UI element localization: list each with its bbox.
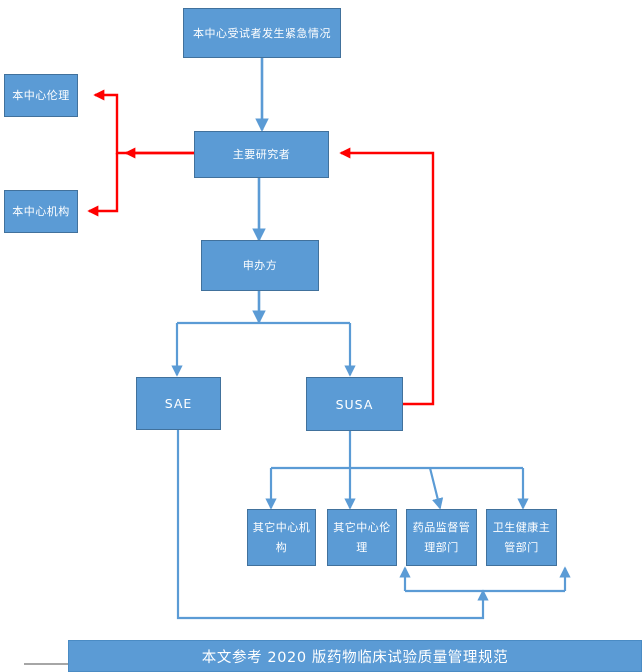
node-susa[interactable]: SUSA: [306, 377, 403, 431]
bottom-left-stub: [24, 663, 69, 665]
reference-banner: 本文参考 2020 版药物临床试验质量管理规范: [68, 640, 642, 672]
node-sae-label: SAE: [164, 396, 193, 411]
edge-susa-to-pi-feedback: [339, 147, 435, 406]
node-health-admin-dept-label: 卫生健康主管部门: [492, 520, 551, 554]
node-emergency-label: 本中心受试者发生紧急情况: [193, 26, 331, 40]
node-other-center-ethics-label: 其它中心伦理: [333, 520, 391, 554]
node-drug-admin-dept-label: 药品监督管理部门: [412, 520, 471, 554]
edge-pi-to-center-institution: [87, 153, 119, 217]
node-other-center-institution[interactable]: 其它中心机构: [247, 509, 316, 566]
node-sponsor-label: 申办方: [242, 259, 278, 272]
node-sponsor[interactable]: 申办方: [201, 240, 319, 291]
node-emergency[interactable]: 本中心受试者发生紧急情况: [183, 8, 341, 58]
node-sae[interactable]: SAE: [136, 377, 221, 430]
node-other-center-ethics[interactable]: 其它中心伦理: [327, 509, 397, 566]
node-health-admin-dept[interactable]: 卫生健康主管部门: [486, 509, 557, 566]
node-center-ethics[interactable]: 本中心伦理: [4, 74, 78, 117]
edge-bus-to-drug-admin: [428, 467, 444, 510]
node-center-ethics-label: 本中心伦理: [12, 89, 70, 102]
node-drug-admin-dept[interactable]: 药品监督管理部门: [406, 509, 477, 566]
node-other-center-institution-label: 其它中心机构: [252, 520, 311, 554]
node-center-institution-label: 本中心机构: [12, 205, 70, 218]
node-principal-investigator[interactable]: 主要研究者: [194, 131, 329, 178]
node-center-institution[interactable]: 本中心机构: [4, 190, 78, 233]
edge-susa-to-dept-bus: [271, 431, 523, 510]
node-principal-investigator-label: 主要研究者: [232, 148, 291, 161]
reference-banner-label: 本文参考 2020 版药物临床试验质量管理规范: [201, 649, 509, 666]
edge-pi-to-center-ethics: [93, 89, 196, 155]
node-susa-label: SUSA: [335, 396, 374, 412]
edge-sponsor-to-branch-bus: [177, 291, 350, 325]
